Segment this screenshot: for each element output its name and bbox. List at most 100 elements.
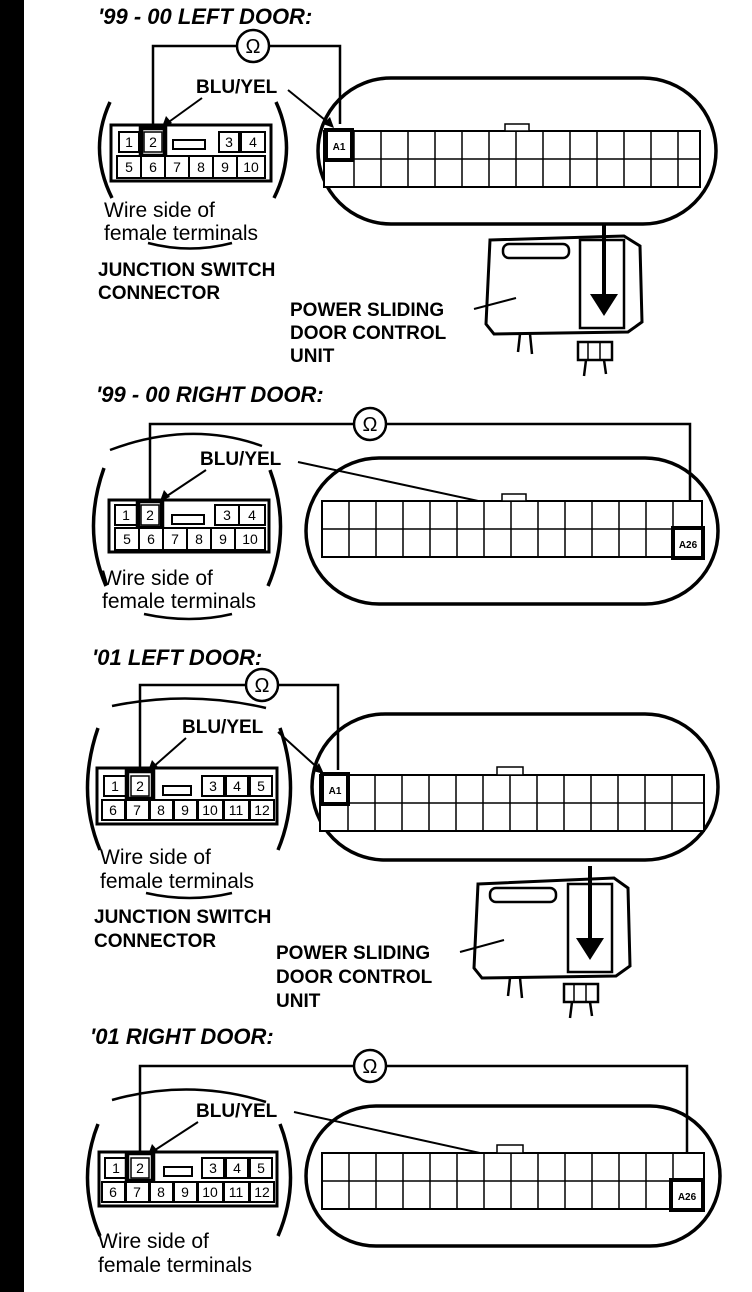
wire-arrow-terminal xyxy=(277,731,321,771)
wire-arrow-junction xyxy=(165,97,203,125)
junction-caption-line-1: Wire side of xyxy=(102,567,213,590)
control-unit-drawing xyxy=(484,224,644,377)
junction-bracket-top xyxy=(111,697,267,710)
connector-name-line-2: CONNECTOR xyxy=(98,283,220,304)
ohmmeter-icon xyxy=(352,1048,388,1084)
junction-pin-label: 5 xyxy=(257,1160,265,1176)
junction-pin-label: 5 xyxy=(123,531,131,547)
junction-caption-line-2: female terminals xyxy=(100,870,254,893)
junction-pin-label: 7 xyxy=(133,1184,141,1200)
control-unit-connector: A26 xyxy=(321,1144,705,1212)
arrowhead-icon xyxy=(313,763,324,774)
meter-lead-left xyxy=(138,683,246,771)
arrowhead-icon xyxy=(162,116,172,127)
wire-color-label: BLU/YEL xyxy=(196,1101,278,1122)
junction-pin-label: 1 xyxy=(125,134,133,150)
junction-pin-label: 7 xyxy=(173,159,181,175)
ohmmeter-icon xyxy=(235,28,271,64)
junction-bracket-top xyxy=(111,1088,267,1104)
junction-pin-label: 1 xyxy=(111,778,119,794)
control-unit-connector-outline xyxy=(304,1104,722,1248)
section-title: '99 - 00 RIGHT DOOR: xyxy=(96,382,324,407)
junction-switch-connector: 1 2 3 4 5 6 7 8 9 10 11 12 xyxy=(97,1150,279,1208)
junction-pin-label: 8 xyxy=(197,159,205,175)
unit-pointer-line xyxy=(473,297,517,310)
junction-caption-line-1: Wire side of xyxy=(104,199,215,222)
junction-pin-label: 9 xyxy=(219,531,227,547)
unit-pointer-line xyxy=(459,939,505,953)
junction-pin-label: 10 xyxy=(202,802,218,818)
meter-lead-left xyxy=(148,422,353,501)
junction-pin-label: 6 xyxy=(109,1184,117,1200)
junction-bracket-top xyxy=(109,432,263,452)
junction-pin-label: 8 xyxy=(195,531,203,547)
junction-caption-line-2: female terminals xyxy=(104,222,258,245)
junction-pin-label: 4 xyxy=(249,134,257,150)
junction-bracket-left xyxy=(91,467,108,587)
section-title: '99 - 00 LEFT DOOR: xyxy=(98,4,312,29)
control-terminal-label: A1 xyxy=(329,786,342,797)
control-terminal-label: A1 xyxy=(333,142,346,153)
control-unit-connector-outline xyxy=(316,76,718,226)
junction-pin-label: 11 xyxy=(229,1184,244,1200)
junction-pin-label: 6 xyxy=(149,159,157,175)
junction-pin-label: 4 xyxy=(233,1160,241,1176)
unit-name-line-3: UNIT xyxy=(276,991,321,1012)
unit-name-line-2: DOOR CONTROL xyxy=(276,967,433,988)
junction-pin-label: 12 xyxy=(254,1184,270,1200)
unit-name-line-1: POWER SLIDING xyxy=(276,943,430,964)
control-unit-connector-outline xyxy=(304,456,720,606)
control-terminal-label: A26 xyxy=(678,1192,697,1203)
down-arrow-icon xyxy=(590,294,618,316)
connector-name-line-1: JUNCTION SWITCH xyxy=(98,260,275,281)
junction-bracket-right xyxy=(266,469,283,587)
junction-pin-label: 2 xyxy=(149,134,157,150)
ohm-symbol: Ω xyxy=(363,1056,378,1078)
arrowhead-icon xyxy=(323,117,334,128)
junction-pin-label: 6 xyxy=(109,802,117,818)
control-unit-connector: A26 xyxy=(321,493,705,560)
section-99-00-right-door: '99 - 00 RIGHT DOOR: 1 2 3 4 5 6 7 xyxy=(91,382,720,621)
wire-arrow-junction xyxy=(151,1121,199,1153)
connector-name-line-1: JUNCTION SWITCH xyxy=(94,907,271,928)
junction-pin-label: 1 xyxy=(112,1160,120,1176)
junction-pin-label: 12 xyxy=(254,802,270,818)
junction-caption-line-1: Wire side of xyxy=(100,846,211,869)
ohmmeter-icon xyxy=(352,406,388,442)
junction-caption-line-2: female terminals xyxy=(98,1254,252,1277)
wire-arrow-junction xyxy=(151,737,187,769)
down-arrow-icon xyxy=(576,938,604,960)
arrowhead-icon xyxy=(148,760,158,771)
junction-pin-label: 9 xyxy=(221,159,229,175)
meter-lead-right xyxy=(278,683,340,770)
junction-pin-label: 4 xyxy=(233,778,241,794)
junction-caption-line-2: female terminals xyxy=(102,590,256,613)
section-01-right-door: '01 RIGHT DOOR: 1 2 3 4 5 6 7 xyxy=(85,1024,722,1277)
junction-pin-label: 5 xyxy=(257,778,265,794)
control-unit-connector: A1 xyxy=(323,123,701,188)
arrowhead-icon xyxy=(160,490,170,501)
junction-pin-label: 3 xyxy=(209,1160,217,1176)
junction-pin-label: 3 xyxy=(223,507,231,523)
junction-pin-label: 8 xyxy=(157,1184,165,1200)
junction-pin-label: 7 xyxy=(171,531,179,547)
wire-color-label: BLU/YEL xyxy=(182,717,264,738)
junction-pin-label: 6 xyxy=(147,531,155,547)
junction-pin-label: 2 xyxy=(136,1160,144,1176)
meter-lead-left xyxy=(138,1064,353,1153)
junction-bracket-bottom xyxy=(143,612,233,621)
wire-color-label: BLU/YEL xyxy=(196,77,278,98)
unit-name-line-3: UNIT xyxy=(290,346,335,367)
page-margin-bar xyxy=(0,0,24,1292)
control-terminal-label: A26 xyxy=(679,540,698,551)
junction-pin-label: 8 xyxy=(157,802,165,818)
meter-lead-right xyxy=(386,422,692,526)
junction-pin-label: 10 xyxy=(202,1184,218,1200)
junction-pin-label: 9 xyxy=(181,1184,189,1200)
wire-arrow-junction xyxy=(163,469,207,499)
meter-lead-right xyxy=(386,1064,689,1186)
junction-caption-line-1: Wire side of xyxy=(98,1230,209,1253)
junction-pin-label: 3 xyxy=(225,134,233,150)
junction-switch-connector: 1 2 3 4 5 6 7 8 9 10 11 12 xyxy=(95,766,279,826)
